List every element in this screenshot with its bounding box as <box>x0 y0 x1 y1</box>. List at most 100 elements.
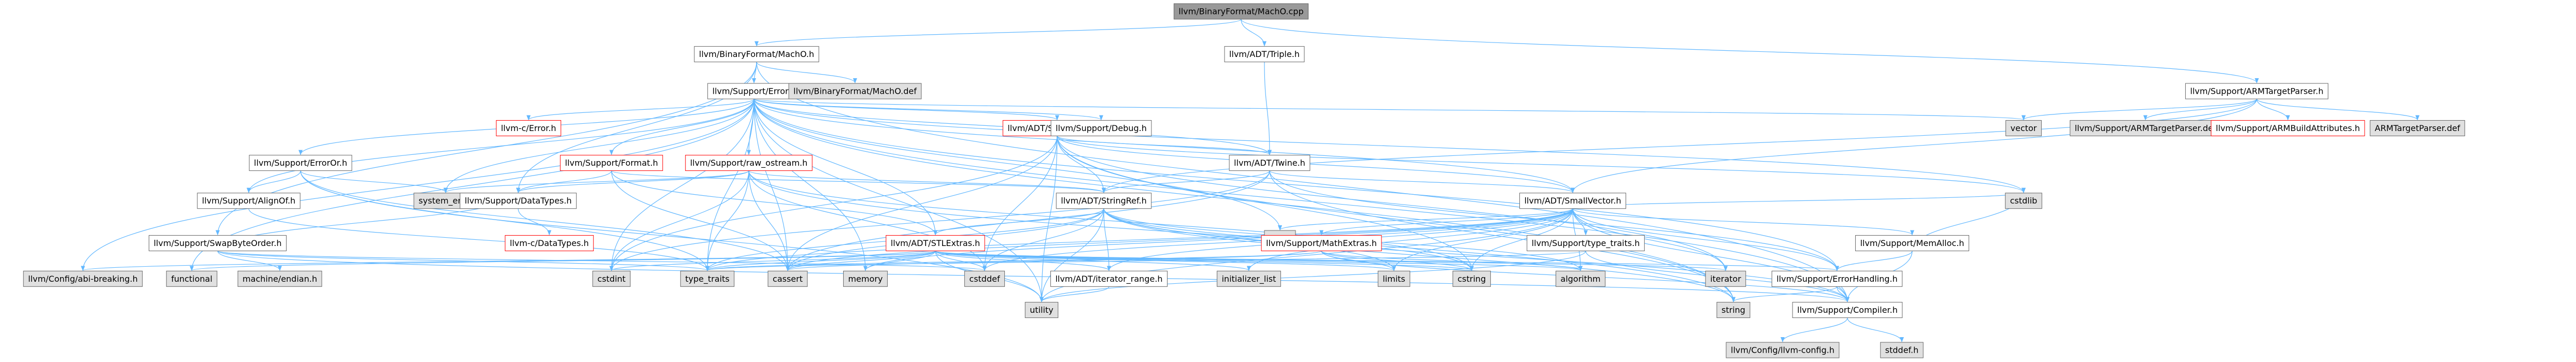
node-box <box>197 193 301 209</box>
node-label: llvm/Support/SwapByteOrder.h <box>154 238 282 248</box>
edge-twine_h-to-cstdint <box>609 170 1270 271</box>
graph-node-errorc-h[interactable]: llvm/Support/ErrorOr.h <box>249 155 352 171</box>
node-box <box>1855 235 1969 251</box>
edge-error_h-to-errorhandling_h <box>753 99 1839 271</box>
edge-stringextras_h-to-cstring <box>1057 136 1474 271</box>
graph-node-memalloc-h[interactable]: llvm/Support/MemAlloc.h <box>1855 235 1969 251</box>
node-label: llvm-c/DataTypes.h <box>510 238 589 248</box>
node-box <box>505 235 594 251</box>
node-label: cstring <box>1458 274 1486 284</box>
graph-node-macho-h[interactable]: llvm/BinaryFormat/MachO.h <box>694 46 819 63</box>
edge-stringref_h-to-limits <box>1103 208 1396 271</box>
node-label: llvm/ADT/STLExtras.h <box>891 238 980 248</box>
graph-node-swapbyteorder-h[interactable]: llvm/Support/SwapByteOrder.h <box>149 235 287 251</box>
graph-node-llvmc-error-h[interactable]: llvm-c/Error.h <box>496 120 561 136</box>
node-box <box>592 270 631 287</box>
node-box <box>1217 270 1281 287</box>
graph-node-iterator-range-h[interactable]: llvm/ADT/iterator_range.h <box>1050 270 1168 287</box>
node-label: llvm/Config/abi-breaking.h <box>28 274 138 284</box>
graph-node-debug-h[interactable]: llvm/Support/Debug.h <box>1050 120 1152 136</box>
edge-armtp_h-to-stringref_h <box>1102 99 2257 193</box>
edge-error_h-to-system_error <box>444 99 755 193</box>
edge-format_h-to-cassert <box>611 170 790 271</box>
edge-iterator_range_h-to-utility <box>1040 286 1109 302</box>
graph-node-string: string <box>1716 302 1750 318</box>
node-label: llvm/ADT/StringRef.h <box>1061 196 1146 206</box>
node-box <box>2211 120 2365 136</box>
edge-stringextras_h-to-utility <box>1040 136 1058 302</box>
graph-node-root[interactable]: llvm/BinaryFormat/MachO.cpp <box>1173 3 1309 20</box>
node-label: llvm-c/Error.h <box>501 123 557 133</box>
edge-stringextras_h-to-cstdint <box>609 136 1058 271</box>
node-label: llvm/Support/DataTypes.h <box>465 196 572 206</box>
edge-memalloc_h-to-errorhandling_h <box>1835 251 1913 271</box>
edge-smallvector_h-to-iterator <box>1572 208 1728 271</box>
edge-stlextras_h-to-memory <box>863 251 936 271</box>
edge-stlextras_h-to-cstdint <box>609 250 936 271</box>
node-label: llvm/Support/raw_ostream.h <box>690 158 808 168</box>
edge-root-to-triple_h <box>1241 19 1266 47</box>
edge-twine_h-to-cassert <box>786 170 1270 271</box>
edge-smallvector_h-to-errorhandling_h <box>1572 208 1839 271</box>
graph-node-compiler-h[interactable]: llvm/Support/Compiler.h <box>1792 302 1903 318</box>
edge-stringref_h-to-string <box>1103 208 1735 302</box>
graph-node-typetraits-h[interactable]: llvm/Support/type_traits.h <box>1527 235 1645 251</box>
edge-stringref_h-to-compiler_h <box>1103 208 1849 302</box>
graph-node-functional: functional <box>166 270 218 287</box>
graph-node-error-h[interactable]: llvm/Support/Error.h <box>707 83 801 99</box>
graph-node-errorhandling-h[interactable]: llvm/Support/ErrorHandling.h <box>1771 270 1903 287</box>
graph-node-type-traits: type_traits <box>680 270 735 287</box>
graph-node-stddef-h: stddef.h <box>1880 342 1924 358</box>
graph-node-stringref-h[interactable]: llvm/ADT/StringRef.h <box>1056 193 1152 209</box>
node-box <box>685 155 813 171</box>
graph-node-cassert: cassert <box>767 270 808 287</box>
graph-node-format-h[interactable]: llvm/Support/Format.h <box>560 155 663 171</box>
edge-error_h-to-memory <box>753 99 867 271</box>
graph-node-stlextras-h[interactable]: llvm/ADT/STLExtras.h <box>886 235 985 251</box>
edge-stringextras_h-to-cstdlib <box>1057 136 2026 193</box>
edge-compiler_h-to-stddef_h <box>1847 317 1904 342</box>
node-box <box>1377 270 1411 287</box>
edge-typetraits_h-to-type_traits <box>705 250 1586 271</box>
node-box <box>1527 235 1645 251</box>
node-label: string <box>1721 305 1745 315</box>
graph-node-cstdlib: cstdlib <box>2005 193 2042 209</box>
node-box <box>2070 120 2221 136</box>
graph-node-vector: vector <box>2005 120 2042 136</box>
graph-node-twine-h[interactable]: llvm/ADT/Twine.h <box>1229 155 1311 171</box>
edge-rawostream_h-to-string <box>748 170 1735 302</box>
graph-node-armtp-h[interactable]: llvm/Support/ARMTargetParser.h <box>2185 83 2329 99</box>
graph-node-mathextras-h[interactable]: llvm/Support/MathExtras.h <box>1261 235 1382 251</box>
graph-node-datatypes-h[interactable]: llvm/Support/DataTypes.h <box>460 193 577 209</box>
edge-error_h-to-format_h <box>609 99 755 155</box>
graph-node-rawostream-h[interactable]: llvm/Support/raw_ostream.h <box>685 155 813 171</box>
graph-node-macho-def: llvm/BinaryFormat/MachO.def <box>788 83 922 99</box>
edge-root-to-macho_h <box>755 19 1242 47</box>
graph-node-armbuildattr-h[interactable]: llvm/Support/ARMBuildAttributes.h <box>2211 120 2365 136</box>
graph-node-smallvector-h[interactable]: llvm/ADT/SmallVector.h <box>1519 193 1626 209</box>
graph-node-arm-tp-def: ARMTargetParser.def <box>2370 120 2465 136</box>
node-label: machine/endian.h <box>243 274 317 284</box>
graph-node-aligned-h[interactable]: llvm/Support/AlignOf.h <box>197 193 301 209</box>
node-box <box>1050 270 1168 287</box>
node-box <box>249 155 352 171</box>
graph-node-llvmc-datatypes-h[interactable]: llvm-c/DataTypes.h <box>505 235 594 251</box>
edge-macho_h-to-compiler_h <box>756 62 1849 302</box>
node-box <box>237 270 322 287</box>
edge-error_h-to-compiler_h <box>753 99 1849 302</box>
node-box <box>1705 270 1746 287</box>
node-label: llvm/Support/Compiler.h <box>1797 305 1898 315</box>
node-label: initializer_list <box>1222 274 1276 284</box>
edge-root-to-armtp_h <box>1241 19 2259 84</box>
node-box <box>1173 3 1309 20</box>
edge-smallvector_h-to-memalloc_h <box>1572 208 1914 236</box>
node-label: llvm/Support/ErrorHandling.h <box>1776 274 1898 284</box>
graph-node-triple-h[interactable]: llvm/ADT/Triple.h <box>1224 46 1305 63</box>
edge-armtp_h-to-armbuildattr_h <box>2256 98 2290 121</box>
nodes-layer: llvm/BinaryFormat/MachO.cpp llvm/BinaryFo… <box>23 3 2465 358</box>
edge-format_h-to-stringref_h <box>611 170 1106 193</box>
edge-twine_h-to-smallvector_h <box>1269 170 1575 193</box>
graph-node-iterator: iterator <box>1705 270 1746 287</box>
node-box <box>1229 155 1311 171</box>
edge-stlextras_h-to-cstring <box>935 250 1474 271</box>
